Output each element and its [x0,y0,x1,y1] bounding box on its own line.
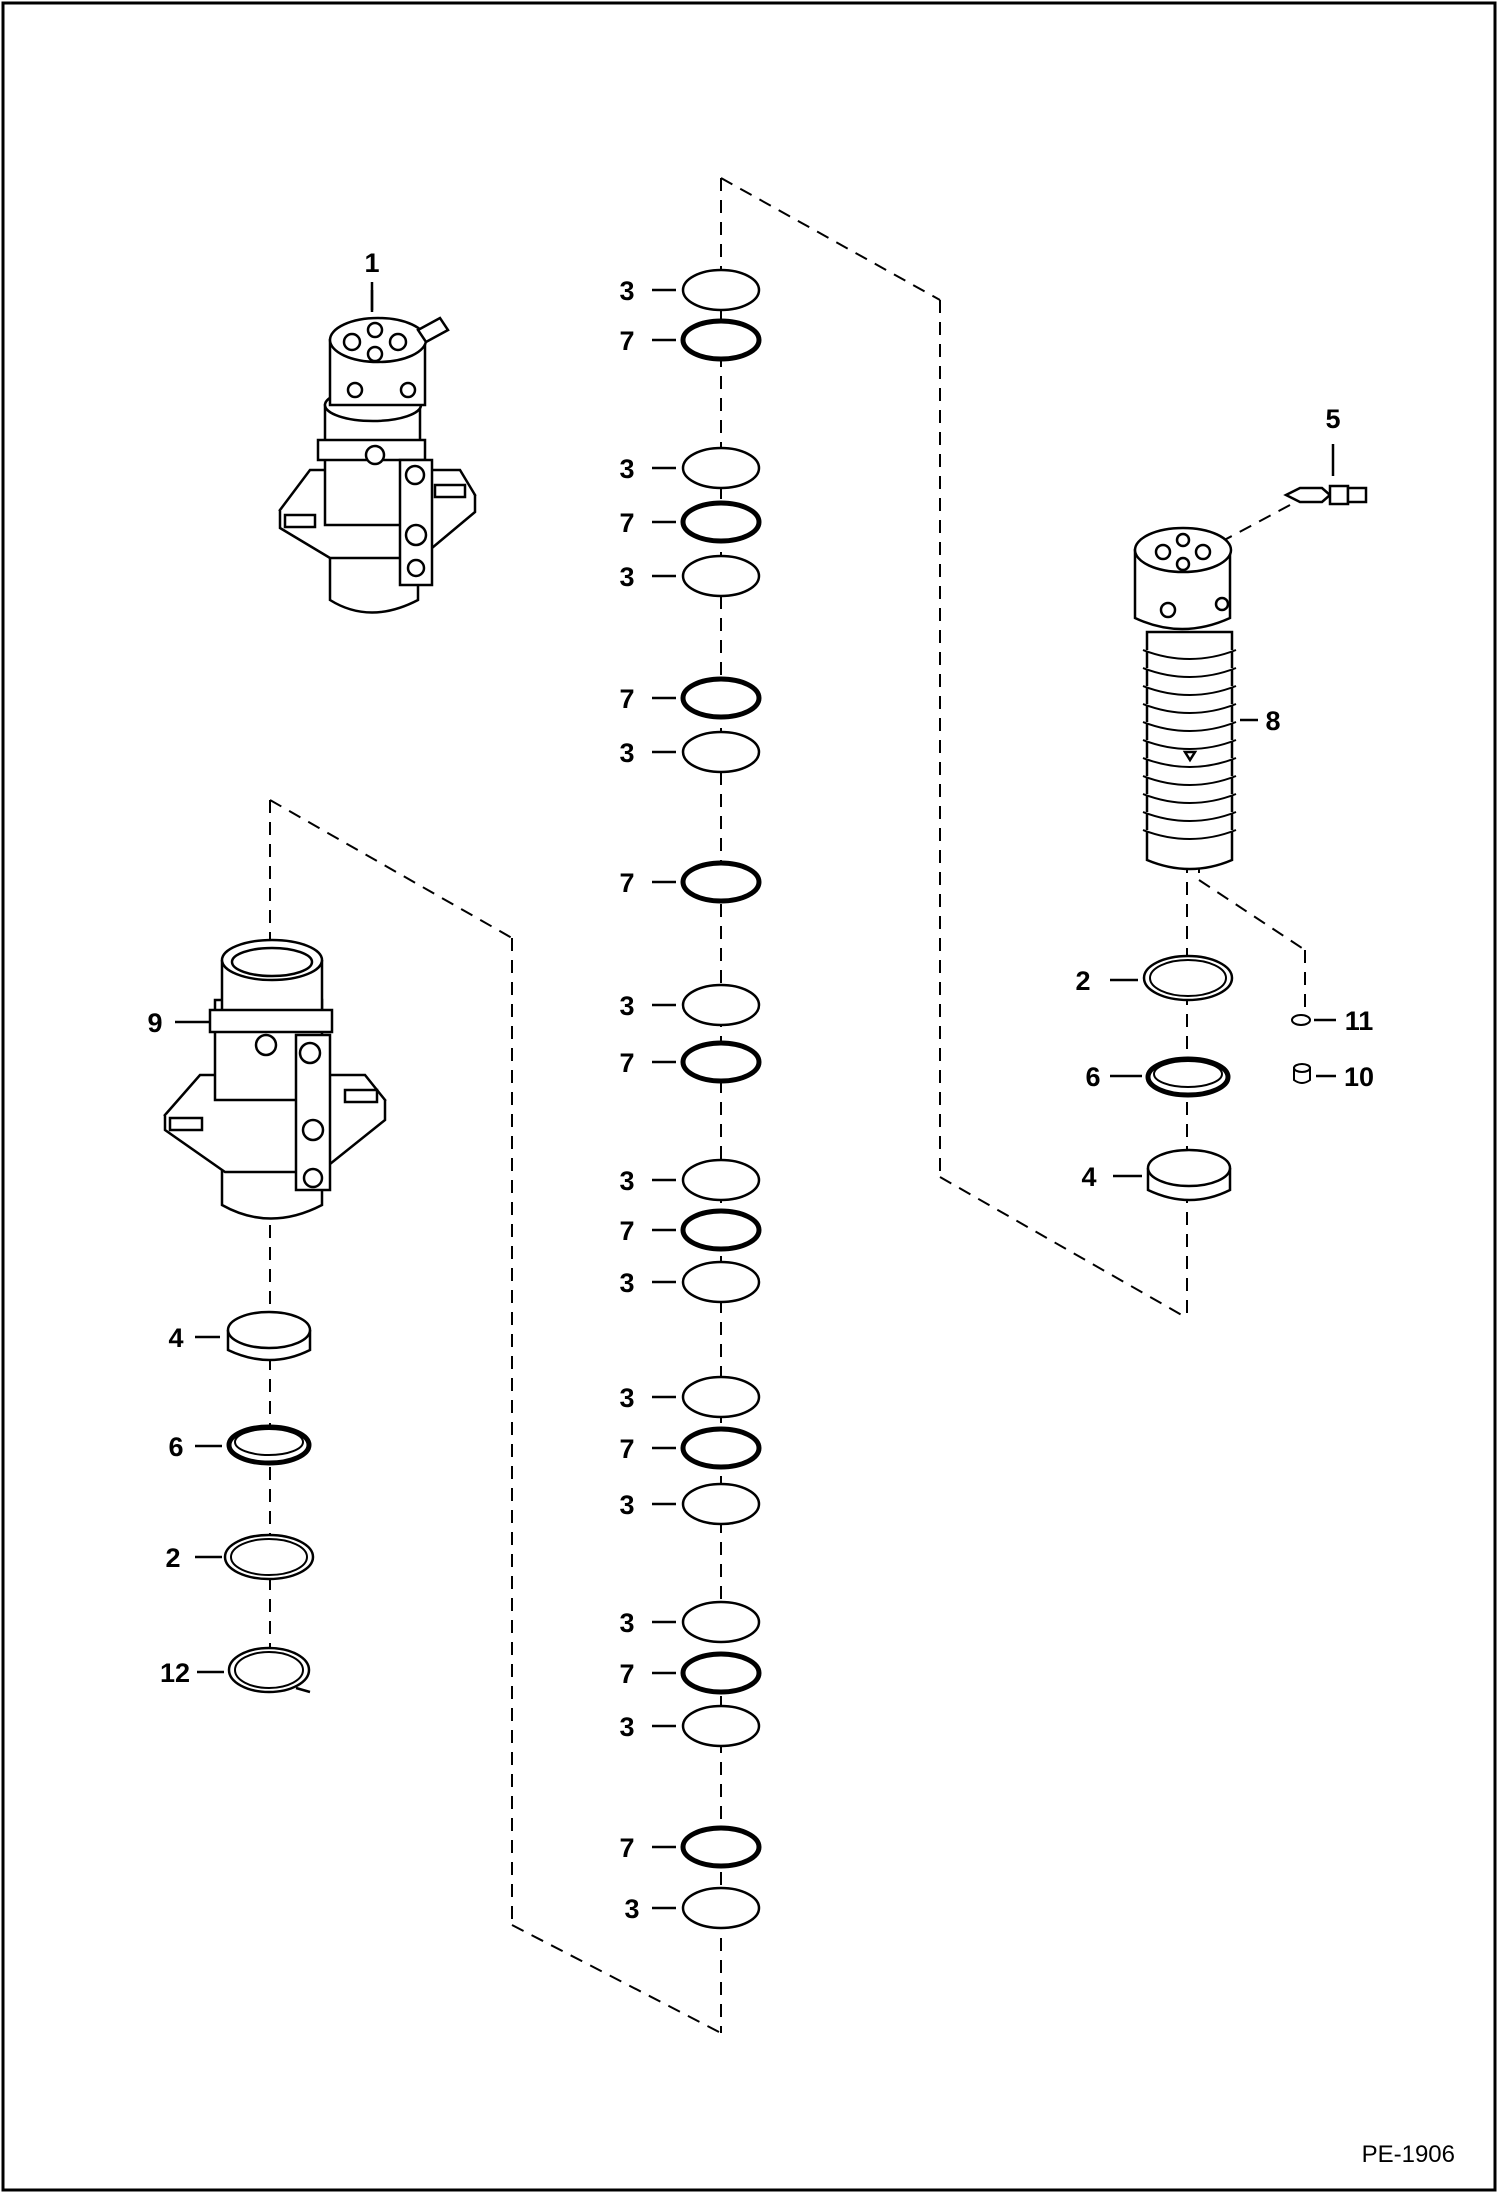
callout-9: 9 [147,1008,162,1038]
callout-8: 8 [1265,706,1280,736]
callout-7: 7 [619,1833,634,1863]
ring-oring-7 [680,1825,762,1869]
callout-3: 3 [619,1383,634,1413]
fitting-illustration [1283,484,1368,506]
right-leaders [1110,978,1336,1178]
ring-seal-3 [681,1375,761,1419]
ring-oring-7 [680,1651,762,1695]
document-id: PE-1906 [1362,2141,1455,2168]
center-callouts: 3 7 3 7 3 7 3 7 3 7 3 7 3 3 7 3 3 7 3 7 … [619,276,639,1924]
callout-4: 4 [1081,1162,1096,1192]
center-ring-stack [680,268,762,1930]
left-ring-stack [223,1310,315,1694]
callout-10: 10 [1344,1062,1374,1092]
callout-3: 3 [619,1490,634,1520]
callout-7: 7 [619,684,634,714]
callout-7: 7 [619,326,634,356]
callout-3: 3 [619,562,634,592]
ring-seal-3 [681,730,761,774]
callout-3: 3 [619,1608,634,1638]
ring-oring-7 [680,676,762,720]
ring-seal-3 [681,268,761,312]
ring-seal-3 [681,1886,761,1930]
callout-7: 7 [619,1659,634,1689]
ring-oring-7 [680,1208,762,1252]
swivel-joint-assembly-illustration [278,290,477,614]
callout-7: 7 [619,508,634,538]
callout-5: 5 [1325,404,1340,434]
ring-oring-7 [680,1426,762,1470]
ring-oring-7 [680,318,762,362]
callout-7: 7 [619,1216,634,1246]
callout-4: 4 [168,1323,183,1353]
ring-seal-3 [681,1158,761,1202]
ring-seal-3 [681,983,761,1027]
ring-seal-3 [681,446,761,490]
callout-3: 3 [624,1894,639,1924]
callout-6: 6 [1085,1062,1100,1092]
callout-7: 7 [619,868,634,898]
callout-3: 3 [619,1268,634,1298]
callout-11: 11 [1345,1006,1374,1036]
left-leaders [195,1335,224,1674]
callout-3: 3 [619,1166,634,1196]
callout-3: 3 [619,1712,634,1742]
callout-6: 6 [168,1432,183,1462]
ring-seal-3 [681,1600,761,1644]
spindle-illustration [1133,526,1237,871]
ring-seal-3 [681,554,761,598]
ring-seal-3 [681,1482,761,1526]
callout-12: 12 [160,1658,190,1688]
ring-seal-3 [681,1260,761,1304]
callout-3: 3 [619,991,634,1021]
right-ring-stack [1142,954,1311,1202]
ring-oring-7 [680,500,762,544]
ring-seal-3 [681,1704,761,1748]
ring-oring-7 [680,860,762,904]
callout-7: 7 [619,1048,634,1078]
callout-3: 3 [619,276,634,306]
callout-2: 2 [1075,966,1090,996]
callout-3: 3 [619,454,634,484]
callout-3: 3 [619,738,634,768]
callout-1: 1 [364,248,379,278]
center-leaders [652,288,676,1910]
callout-7: 7 [619,1434,634,1464]
swivel-housing-illustration [163,938,387,1220]
ring-oring-7 [680,1040,762,1084]
callout-2: 2 [165,1543,180,1573]
